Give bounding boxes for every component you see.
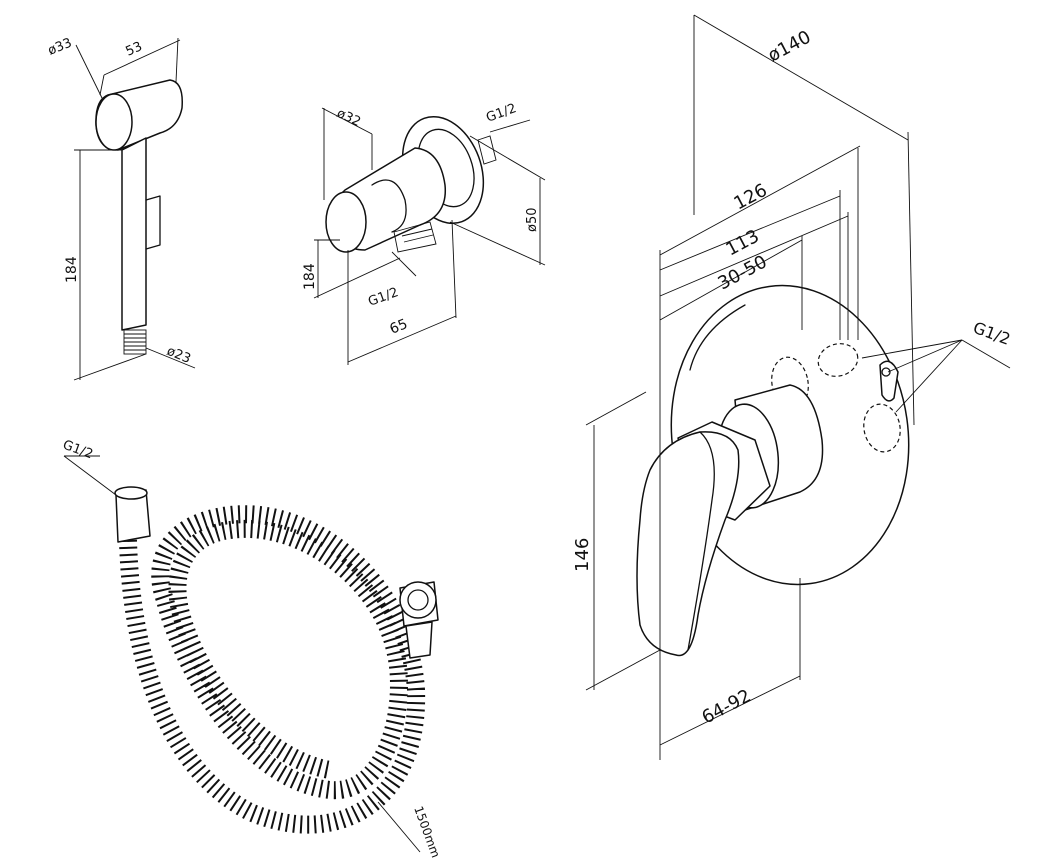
dim-mixer-height: 146 — [572, 538, 593, 572]
dim-mixer-depth-range: 64-92 — [698, 685, 754, 728]
mixer-drawing — [585, 14, 1011, 760]
dim-wall-connector-width: 65 — [388, 316, 411, 338]
dim-hose-length: 1500mm — [411, 804, 443, 859]
dim-hose-thread: G1/2 — [61, 438, 95, 463]
dim-mixer-diameter-plate: ø140 — [764, 27, 814, 67]
wall-connector-drawing — [313, 107, 546, 365]
shower-head-drawing — [73, 37, 196, 381]
dim-wall-connector-diameter-holder: ø32 — [334, 106, 363, 130]
dim-wall-connector-thread-top: G1/2 — [484, 101, 518, 126]
hose-drawing — [63, 455, 439, 853]
dim-shower-head-height: 184 — [64, 256, 80, 283]
dim-mixer-thread: G1/2 — [971, 318, 1013, 349]
dim-wall-connector-height: 184 — [302, 263, 318, 290]
dim-wall-connector-diameter-flange: ø50 — [525, 208, 540, 233]
dim-shower-head-length-top: 53 — [124, 39, 145, 59]
dim-mixer-width-overall: 126 — [730, 180, 770, 215]
dim-wall-connector-thread-bottom: G1/2 — [366, 285, 400, 310]
dim-shower-head-diameter-bottom: ø23 — [165, 344, 193, 367]
dim-shower-head-diameter-top: ø33 — [46, 36, 74, 59]
